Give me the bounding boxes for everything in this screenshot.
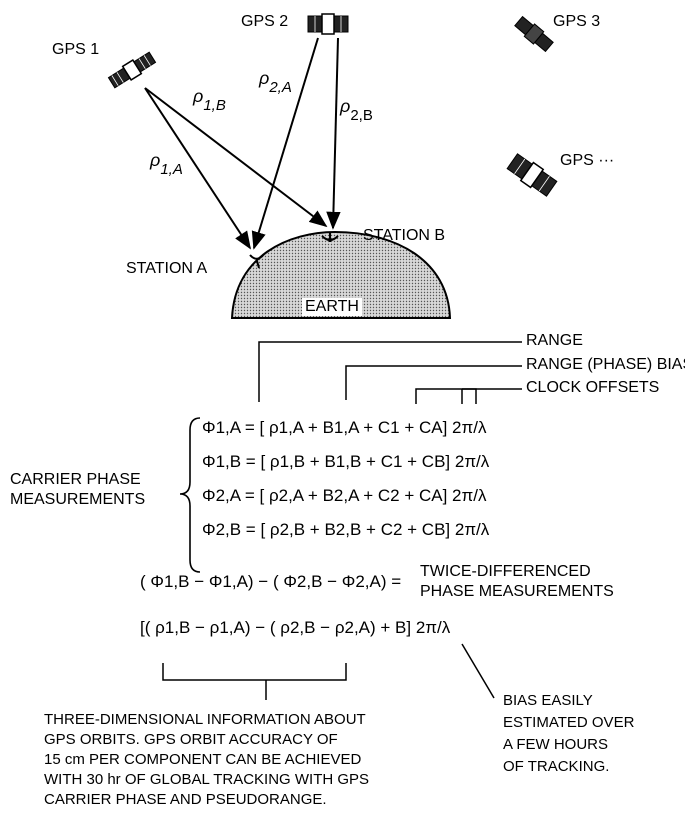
range-arrow-1b — [144, 87, 328, 228]
measurement-brace — [179, 417, 201, 573]
station-a-antenna — [249, 253, 265, 260]
rho-2b-label: ρ2,B — [340, 96, 373, 124]
earth-dome — [230, 230, 452, 319]
gps1-satellite-icon — [107, 51, 157, 89]
clock-offsets-label: CLOCK OFFSETS — [526, 379, 660, 396]
equation-phi-1b: Φ1,B = [ ρ1,B + B1,B + C1 + CB] 2π/λ — [202, 452, 490, 471]
range-bias-label: RANGE (PHASE) BIAS — [526, 356, 685, 373]
gps3-satellite-icon — [514, 15, 554, 53]
gpsn-satellite-icon — [506, 153, 558, 197]
gpsn-label: GPS ··· — [560, 152, 615, 169]
station-a-label: STATION A — [126, 260, 208, 277]
gps3-label: GPS 3 — [553, 13, 601, 30]
rho-1a-label: ρ1,A — [150, 150, 183, 178]
range-arrow-1a — [144, 87, 251, 250]
range-arrow-2a — [251, 37, 319, 250]
station-a-mast — [256, 260, 260, 269]
clock-leader — [415, 388, 477, 404]
range-leader — [258, 341, 522, 402]
orbit-accuracy-note: THREE-DIMENSIONAL INFORMATION ABOUT GPS … — [44, 711, 370, 808]
double-difference-expression: [( ρ1,B − ρ1,A) − ( ρ2,B − ρ2,A) + B] 2π… — [140, 618, 451, 637]
carrier-phase-label: CARRIER PHASE MEASUREMENTS — [10, 471, 146, 508]
range-label: RANGE — [526, 332, 583, 349]
twice-differenced-label: TWICE-DIFFERENCED PHASE MEASUREMENTS — [420, 563, 614, 600]
rho-1b-label: ρ1,B — [193, 86, 226, 114]
gps2-satellite-icon — [307, 13, 349, 35]
equation-phi-1a: Φ1,A = [ ρ1,A + B1,A + C1 + CA] 2π/λ — [202, 418, 487, 437]
gps2-label: GPS 2 — [241, 13, 289, 30]
bias-note-leader — [461, 643, 495, 699]
bias-note: BIAS EASILY ESTIMATED OVER A FEW HOURS O… — [503, 692, 635, 775]
equation-phi-2a: Φ2,A = [ ρ2,A + B2,A + C2 + CA] 2π/λ — [202, 486, 487, 505]
twice-differenced-expression: ( Φ1,B − Φ1,A) − ( Φ2,B − Φ2,A) = — [140, 572, 402, 591]
equation-phi-2b: Φ2,B = [ ρ2,B + B2,B + C2 + CB] 2π/λ — [202, 520, 490, 539]
orbit-bracket — [162, 663, 347, 681]
range-arrow-2b — [326, 37, 341, 230]
gps1-label: GPS 1 — [52, 41, 100, 58]
rho-2a-label: ρ2,A — [259, 68, 292, 96]
station-b-label: STATION B — [363, 227, 446, 244]
bias-leader — [345, 365, 522, 400]
earth-label: EARTH — [302, 298, 362, 316]
